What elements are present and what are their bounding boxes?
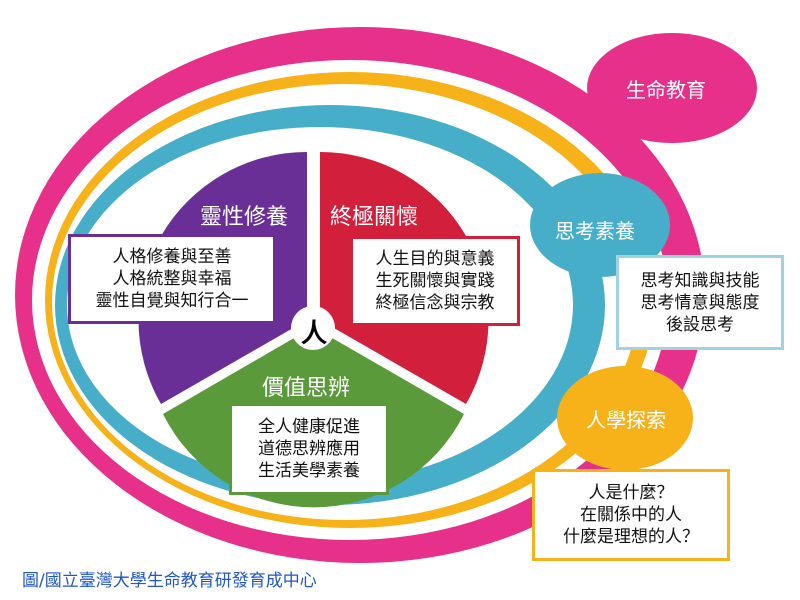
spiritual-item: 靈性自覺與知行合一 <box>95 291 249 311</box>
inquiry-item: 在關係中的人 <box>580 505 682 525</box>
life-education-bubble <box>587 33 757 143</box>
thinking-item: 思考情意與態度 <box>640 292 760 313</box>
spiritual-cultivation-title: 靈性修養 <box>200 205 289 230</box>
thinking-literacy-label: 思考素養 <box>555 219 635 243</box>
spiritual-item: 人格修養與至善 <box>112 247 232 267</box>
ultimate-concern-title: 終極關懷 <box>330 205 419 230</box>
value-item: 生活美學素養 <box>258 461 360 481</box>
inquiry-item: 什麼是理想的人？ <box>563 527 699 547</box>
ultimate-item: 終極信念與宗教 <box>375 293 495 313</box>
human-inquiry-label: 人學探索 <box>586 408 666 432</box>
spiritual-items-box: 人格修養與至善 人格統整與幸福 靈性自覺與知行合一 <box>68 234 276 324</box>
value-item: 道德思辨應用 <box>258 439 360 459</box>
image-credit-caption: 圖/國立臺灣大學生命教育研發育成中心 <box>22 571 317 591</box>
life-education-label: 生命教育 <box>626 78 706 102</box>
value-reasoning-title: 價值思辨 <box>262 376 351 401</box>
center-circle <box>291 306 335 350</box>
center-person-label: 人 <box>301 319 328 349</box>
spiritual-item: 人格統整與幸福 <box>112 269 232 289</box>
ultimate-items-box: 人生目的與意義 生死關懷與實踐 終極信念與宗教 <box>350 236 520 326</box>
thinking-item: 思考知識與技能 <box>640 270 760 291</box>
inquiry-items-box: 人是什麼？ 在關係中的人 什麼是理想的人？ <box>532 469 730 561</box>
ultimate-item: 人生目的與意義 <box>375 249 495 269</box>
ultimate-item: 生死關懷與實踐 <box>375 271 495 291</box>
value-item: 全人健康促進 <box>258 417 360 437</box>
value-items-box: 全人健康促進 道德思辨應用 生活美學素養 <box>229 403 389 495</box>
thinking-items-box: 思考知識與技能 思考情意與態度 後設思考 <box>616 255 784 350</box>
thinking-item: 後設思考 <box>666 314 734 335</box>
thinking-bubble <box>530 173 670 277</box>
inquiry-bubble <box>557 366 693 470</box>
inquiry-item: 人是什麼？ <box>588 483 674 503</box>
